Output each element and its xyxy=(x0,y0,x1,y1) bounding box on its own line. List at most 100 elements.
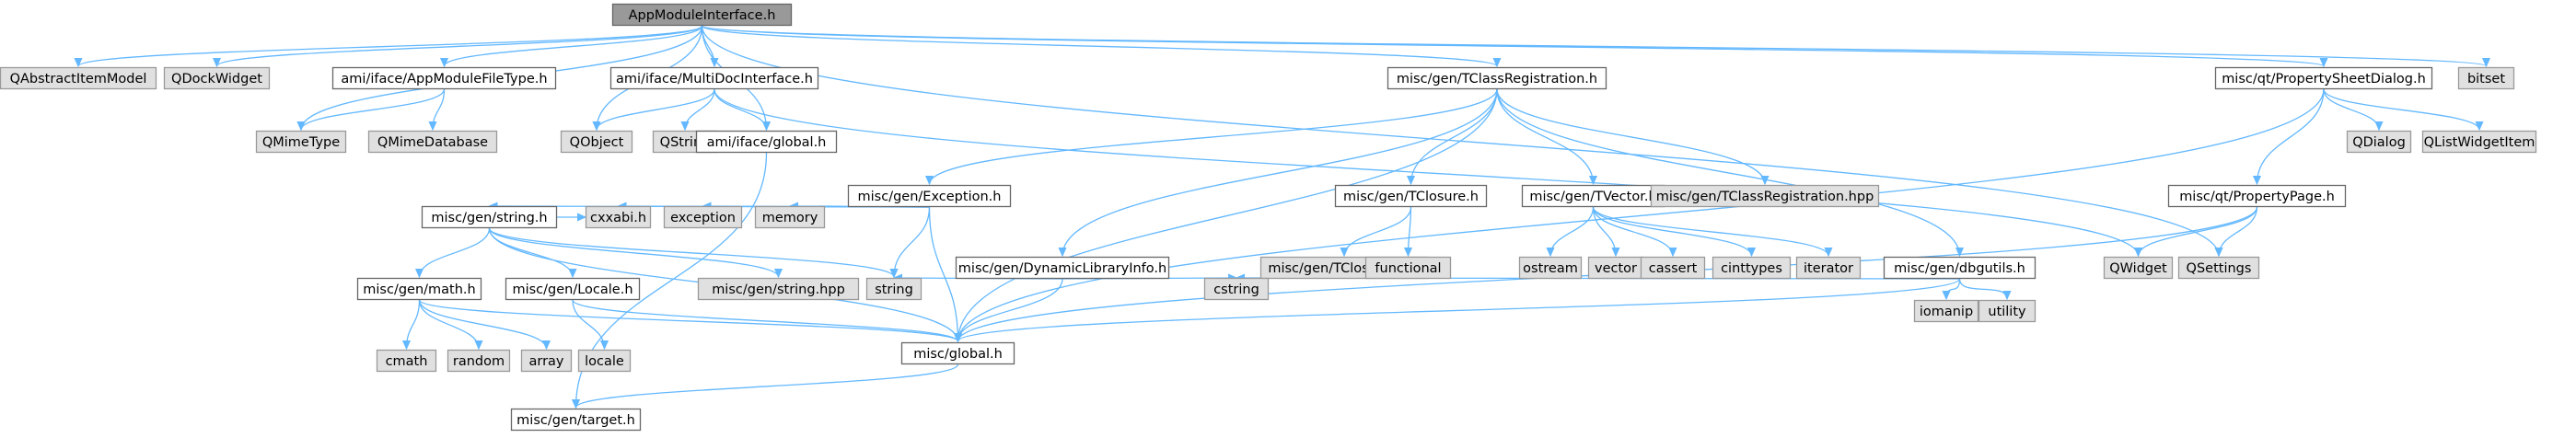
node-label-locale_h: misc/gen/Locale.h xyxy=(512,282,632,297)
node-psd[interactable]: misc/qt/PropertySheetDialog.h xyxy=(2214,66,2433,90)
edge-exch-to-miscglobal xyxy=(928,206,958,341)
node-label-mdi: ami/iface/MultiDocInterface.h xyxy=(616,72,813,86)
edge-ppage-to-qwidget xyxy=(2139,206,2258,256)
node-label-qwidget: QWidget xyxy=(2109,261,2167,276)
edge-root-to-tcreg xyxy=(701,25,1498,66)
node-locale_h[interactable]: misc/gen/Locale.h xyxy=(505,277,641,301)
node-cassert: cassert xyxy=(1640,256,1706,280)
node-tvector[interactable]: misc/gen/TVector.h xyxy=(1521,184,1665,208)
edge-strh-to-strhpp xyxy=(488,227,779,277)
edge-ftype-to-qmimetype xyxy=(301,88,446,130)
edge-tvector-to-ostream xyxy=(1550,206,1595,256)
node-label-iomanip: iomanip xyxy=(1920,305,1973,319)
node-ppage[interactable]: misc/qt/PropertyPage.h xyxy=(2167,184,2347,208)
node-vector: vector xyxy=(1587,256,1644,280)
edge-dbgutils-to-iomanip xyxy=(1946,278,1961,299)
node-iomanip: iomanip xyxy=(1913,299,1979,323)
node-box-string xyxy=(865,277,922,301)
node-label-memory: memory xyxy=(762,211,818,225)
node-label-vector: vector xyxy=(1595,261,1637,276)
node-box-qmimetype xyxy=(255,130,347,154)
node-string: string xyxy=(865,277,922,301)
node-label-tcreg: misc/gen/TClassRegistration.h xyxy=(1397,72,1597,86)
node-box-qobject xyxy=(560,130,633,154)
node-box-locale xyxy=(577,349,632,373)
node-functional: functional xyxy=(1364,256,1452,280)
node-mathh[interactable]: misc/gen/math.h xyxy=(356,277,482,301)
node-locale: locale xyxy=(577,349,632,373)
node-box-utility xyxy=(1978,299,2036,323)
node-tclosure[interactable]: misc/gen/TClosure.h xyxy=(1334,184,1488,208)
edge-strh-to-string xyxy=(488,227,895,277)
node-label-iterator: iterator xyxy=(1804,261,1853,276)
edge-mathh-to-array xyxy=(418,299,547,349)
node-ifglobal[interactable]: ami/iface/global.h xyxy=(695,130,838,154)
edge-tcreg-to-dylib xyxy=(1062,88,1498,256)
node-box-exch xyxy=(847,184,1012,208)
node-box-tclosure xyxy=(1334,184,1488,208)
node-root[interactable]: AppModuleInterface.h xyxy=(611,3,793,27)
node-label-ppage: misc/qt/PropertyPage.h xyxy=(2179,190,2335,204)
edge-dbgutils-to-miscglobal xyxy=(958,278,1961,341)
node-label-exception: exception xyxy=(670,211,736,225)
node-miscglobal[interactable]: misc/global.h xyxy=(900,341,1015,365)
node-box-strh xyxy=(421,205,558,229)
node-exception: exception xyxy=(663,205,743,229)
node-label-cxxabi: cxxabi.h xyxy=(590,211,646,225)
edge-psd-to-qlwi xyxy=(2323,88,2479,130)
node-label-qobject: QObject xyxy=(570,135,624,150)
edge-mdi-to-ifglobal xyxy=(714,88,767,130)
edge-mathh-to-cmath xyxy=(407,299,421,349)
edge-tcreg-to-tcreghpp xyxy=(1496,88,1765,184)
node-label-qaim: QAbstractItemModel xyxy=(10,72,147,86)
edge-mdi-to-qstring xyxy=(685,88,715,130)
edge-tcreg-to-exch xyxy=(930,88,1498,184)
node-box-cinttypes xyxy=(1712,256,1792,280)
edge-dylib-to-miscglobal xyxy=(958,278,1063,341)
edge-tcreg-to-dbgutils xyxy=(1496,88,1960,256)
node-box-qlwi xyxy=(2421,130,2537,154)
node-label-random: random xyxy=(453,354,505,369)
node-label-target: misc/gen/target.h xyxy=(516,413,635,428)
node-box-mdi xyxy=(609,66,819,90)
node-label-tcreghpp: misc/gen/TClassRegistration.hpp xyxy=(1656,190,1874,204)
node-memory: memory xyxy=(754,205,826,229)
node-box-miscglobal xyxy=(900,341,1015,365)
node-mdi[interactable]: ami/iface/MultiDocInterface.h xyxy=(609,66,819,90)
edge-tvector-to-iterator xyxy=(1592,206,1829,256)
node-label-qdialog: QDialog xyxy=(2352,135,2406,150)
node-box-qdialog xyxy=(2346,130,2412,154)
node-dbgutils[interactable]: misc/gen/dbgutils.h xyxy=(1883,256,2036,280)
node-qdialog: QDialog xyxy=(2346,130,2412,154)
node-strh[interactable]: misc/gen/string.h xyxy=(421,205,558,229)
node-label-cassert: cassert xyxy=(1649,261,1698,276)
node-tcreg[interactable]: misc/gen/TClassRegistration.h xyxy=(1387,66,1607,90)
edge-tvector-to-cassert xyxy=(1592,206,1674,256)
node-random: random xyxy=(447,349,511,373)
node-dylib[interactable]: misc/gen/DynamicLibraryInfo.h xyxy=(955,256,1170,280)
edge-tvector-to-cinttypes xyxy=(1592,206,1752,256)
node-label-array: array xyxy=(528,354,563,369)
node-box-dbgutils xyxy=(1883,256,2036,280)
node-label-strhpp: misc/gen/string.hpp xyxy=(712,282,845,297)
node-cmath: cmath xyxy=(376,349,437,373)
node-box-psd xyxy=(2214,66,2433,90)
node-box-random xyxy=(447,349,511,373)
edge-psd-to-ppage xyxy=(2257,88,2325,184)
node-exch[interactable]: misc/gen/Exception.h xyxy=(847,184,1012,208)
node-qmimedb: QMimeDatabase xyxy=(367,130,498,154)
node-label-tvector: misc/gen/TVector.h xyxy=(1529,190,1656,204)
node-tcreghpp: misc/gen/TClassRegistration.hpp xyxy=(1650,184,1880,208)
edge-root-to-qdock xyxy=(217,25,703,66)
node-label-cinttypes: cinttypes xyxy=(1721,261,1782,276)
node-label-ifglobal: ami/iface/global.h xyxy=(707,135,827,150)
node-qaim: QAbstractItemModel xyxy=(0,66,157,90)
edge-psd-to-qdialog xyxy=(2323,88,2379,130)
edge-tcreg-to-tvector xyxy=(1496,88,1594,184)
node-box-qaim xyxy=(0,66,157,90)
node-target[interactable]: misc/gen/target.h xyxy=(510,408,642,432)
node-box-qwidget xyxy=(2103,256,2174,280)
node-box-ppage xyxy=(2167,184,2347,208)
node-ftype[interactable]: ami/iface/AppModuleFileType.h xyxy=(331,66,557,90)
